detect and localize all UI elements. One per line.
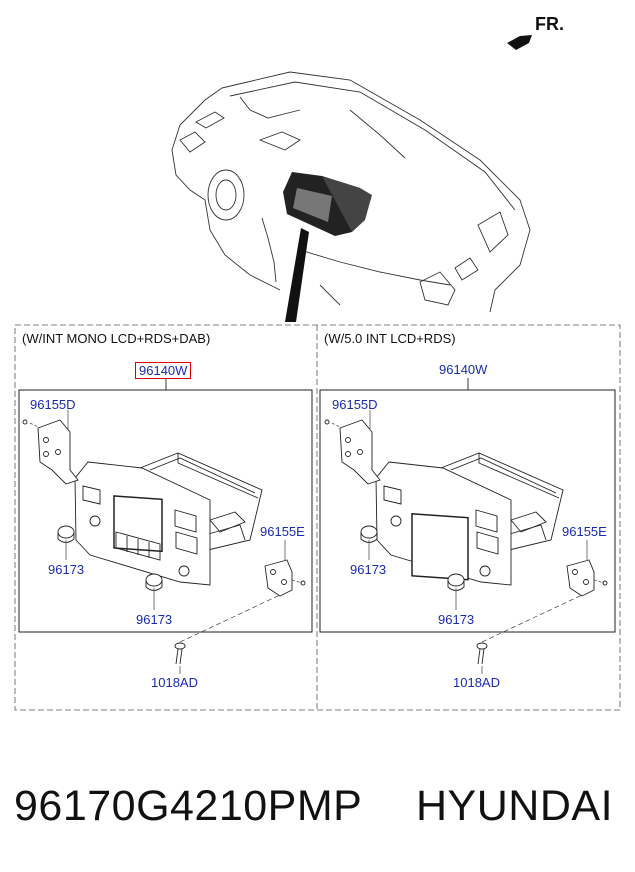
front-direction-label: FR. <box>535 14 564 34</box>
radio-assembly-left <box>22 419 306 665</box>
footer-part-number: 96170G4210PMP <box>14 782 363 830</box>
part-label-main-unit-left[interactable]: 96140W <box>135 362 192 379</box>
part-label-bracket-left-right[interactable]: 96155D <box>332 397 378 412</box>
dashboard-illustration <box>171 71 531 313</box>
panel-title-left: (W/INT MONO LCD+RDS+DAB) <box>22 331 211 346</box>
assembly-box-left <box>18 389 313 633</box>
part-label-main-unit-right[interactable]: 96140W <box>439 362 488 377</box>
radio-assembly-right <box>324 419 608 665</box>
part-label-knob-left-left[interactable]: 96173 <box>48 562 85 577</box>
part-label-knob-left-right[interactable]: 96173 <box>350 562 387 577</box>
assembly-box-right <box>319 389 616 633</box>
part-label-bracket-left-left[interactable]: 96155D <box>30 397 76 412</box>
part-label-screw-left[interactable]: 1018AD <box>151 675 198 690</box>
part-label-knob-bottom-right[interactable]: 96173 <box>438 612 475 627</box>
part-label-knob-bottom-left[interactable]: 96173 <box>136 612 173 627</box>
footer-brand: HYUNDAI <box>416 782 614 830</box>
part-label-bracket-right-right[interactable]: 96155E <box>562 524 607 539</box>
front-direction-arrow-icon <box>507 35 532 50</box>
part-label-screw-right[interactable]: 1018AD <box>453 675 500 690</box>
part-label-bracket-right-left[interactable]: 96155E <box>260 524 305 539</box>
panel-title-right: (W/5.0 INT LCD+RDS) <box>324 331 456 346</box>
callout-wedge <box>285 228 309 322</box>
head-unit-in-dash <box>283 172 372 236</box>
dashed-frame <box>14 324 621 711</box>
